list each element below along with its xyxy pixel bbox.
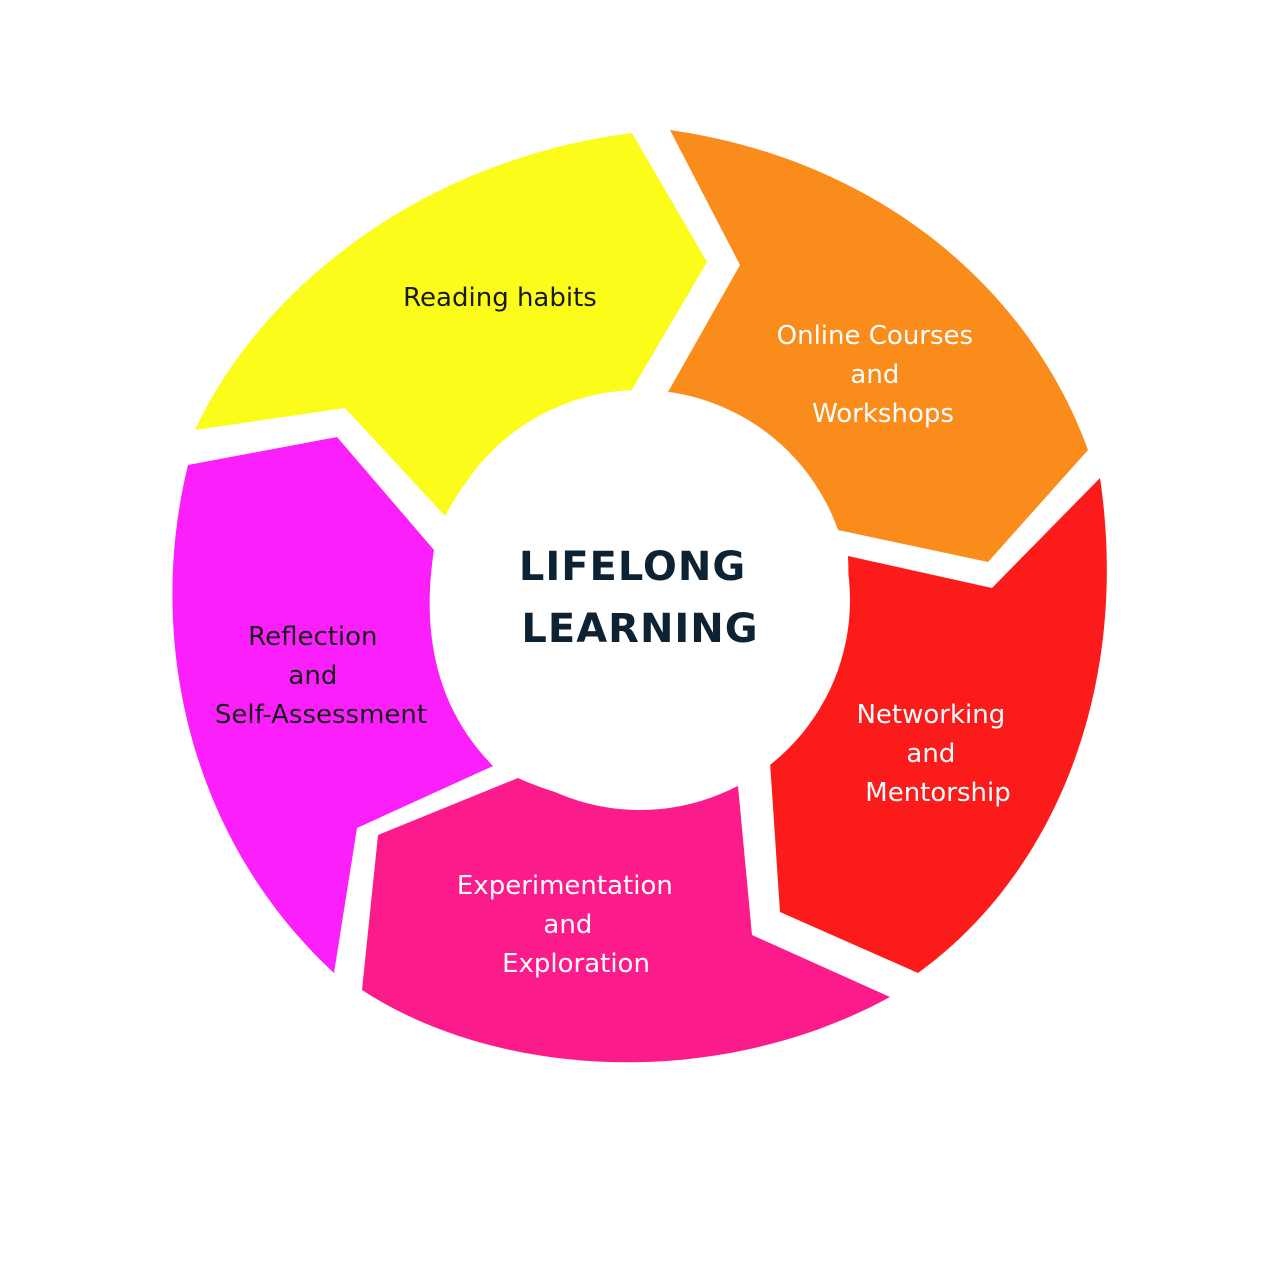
label-networking-line: Networking bbox=[856, 700, 1005, 730]
segment-reflection bbox=[172, 437, 493, 973]
label-networking-line: and bbox=[906, 739, 955, 769]
label-experimentation-line: Exploration bbox=[502, 949, 650, 979]
center-title: LIFELONG LEARNING bbox=[519, 544, 761, 652]
label-reflection-line: and bbox=[288, 661, 337, 691]
segment-online-courses bbox=[668, 130, 1088, 562]
segment-reading-habits bbox=[195, 133, 707, 516]
label-online-courses-line: Online Courses bbox=[777, 321, 973, 351]
label-reflection-line: Reflection bbox=[248, 622, 377, 652]
label-networking-line: Mentorship bbox=[865, 778, 1010, 808]
label-reading-habits: Reading habits bbox=[403, 283, 597, 313]
label-experimentation-line: Experimentation bbox=[457, 871, 673, 901]
label-networking: Networking and Mentorship bbox=[856, 700, 1013, 808]
label-experimentation-line: and bbox=[543, 910, 592, 940]
label-reflection: Reflection and Self-Assessment bbox=[215, 622, 427, 730]
segment-experimentation bbox=[362, 778, 890, 1063]
center-circle bbox=[430, 390, 850, 810]
center-title-line: LIFELONG bbox=[519, 544, 746, 590]
label-reading-habits-line: Reading habits bbox=[403, 283, 597, 313]
label-online-courses-line: Workshops bbox=[812, 399, 954, 429]
segment-networking bbox=[770, 478, 1107, 973]
label-online-courses: Online Courses and Workshops bbox=[777, 321, 982, 429]
center-title-line: LEARNING bbox=[521, 606, 758, 652]
label-reflection-line: Self-Assessment bbox=[215, 700, 427, 730]
label-online-courses-line: and bbox=[850, 360, 899, 390]
label-experimentation: Experimentation and Exploration bbox=[457, 871, 681, 979]
